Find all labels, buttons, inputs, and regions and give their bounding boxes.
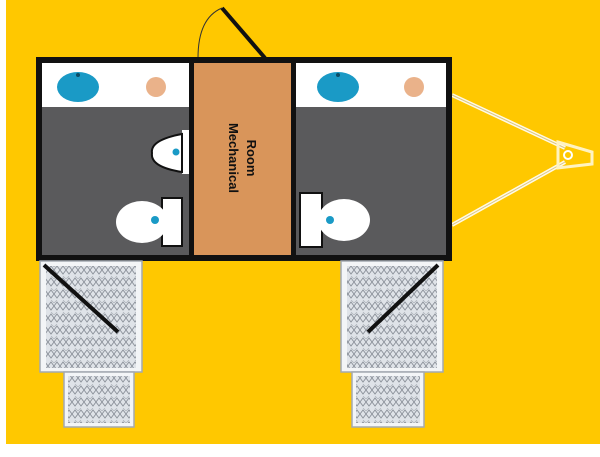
mechanical-room: Mechanical Room	[194, 63, 291, 255]
toilet-icon	[299, 192, 370, 248]
trailer-body: Mechanical Room	[36, 57, 452, 261]
right-entry-steps	[340, 260, 444, 428]
step-icon	[68, 376, 130, 423]
toilet-icon	[116, 197, 183, 247]
sink-icon	[57, 72, 99, 102]
tow-hitch-icon	[451, 93, 594, 227]
mechanical-room-label-line2: Room	[244, 140, 259, 177]
soap-dish-icon	[146, 77, 166, 97]
left-entry-steps	[39, 260, 143, 428]
door-swing-icon	[366, 263, 440, 334]
door-swing-icon	[197, 6, 267, 60]
right-restroom	[296, 63, 446, 255]
mechanical-room-label-line1: Mechanical	[226, 123, 241, 193]
urinal-icon	[150, 130, 189, 174]
door-swing-icon	[42, 263, 120, 334]
left-restroom	[42, 63, 189, 255]
sink-icon	[317, 72, 359, 102]
soap-dish-icon	[404, 77, 424, 97]
step-icon	[356, 376, 420, 423]
